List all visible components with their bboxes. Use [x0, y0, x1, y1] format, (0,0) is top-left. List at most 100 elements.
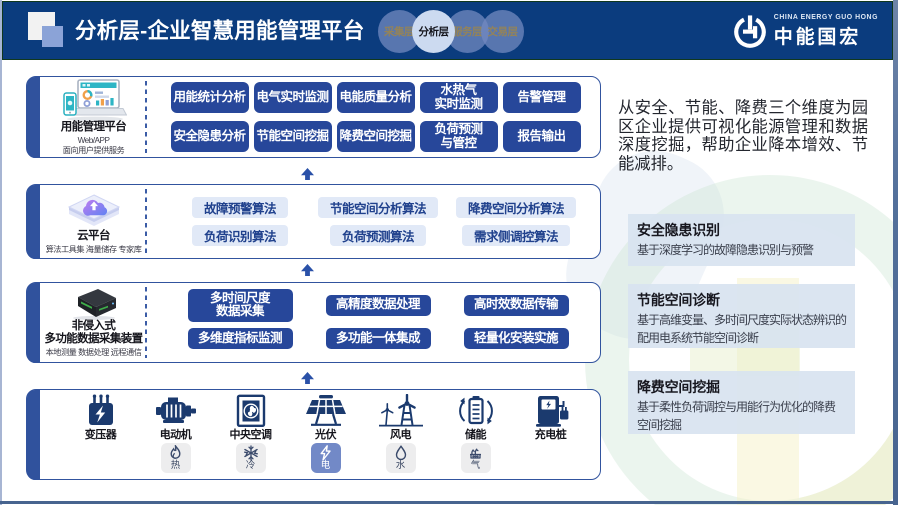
energy-chip-water: 水: [385, 443, 416, 473]
cloud-platform-icon: [65, 188, 123, 230]
logo-text-group: CHINA ENERGY GUO HONG 中能国宏: [774, 14, 878, 49]
panel-data-collector-buttons: 多时间尺度 数据采集 高精度数据处理 高时效数据传输多维度指标监测 多功能一体集成 轻量…: [147, 283, 600, 362]
data-collector-icon: [69, 287, 119, 321]
flow-up-arrow: [301, 168, 314, 180]
infobox-title: 降费空间挖掘: [637, 379, 720, 395]
platform-capability-button: 水热气 实时监测: [419, 82, 498, 113]
energy-chip-gas: 气: [460, 443, 491, 473]
infobox-body: 基于高维变量、多时间尺度实际状态辨识的配用电系统节能空间诊断: [637, 313, 847, 345]
energy-chip-label: 电: [320, 460, 331, 472]
panel-label-title: 非侵入式 多功能数据采集装置: [44, 320, 143, 346]
infobox-energy-saving: 节能空间诊断 基于高维变量、多时间尺度实际状态辨识的配用电系统节能空间诊断: [628, 284, 855, 348]
aside-paragraph: 从安全、节能、降费三个维度为园区企业提供可视化能源管理和数据深度挖掘，帮助企业降…: [618, 99, 868, 174]
panel-energy-platform: 用能管理平台 Web/APP 面向用户提供服务 用能统计分析电气实时监测电能质量…: [26, 76, 601, 158]
platform-capability-button: 节能空间挖掘: [253, 121, 332, 152]
panel-devices: 变压器电动机热中央空调冷光伏电风电水储能气充电桩: [26, 389, 601, 480]
device-label: 中央空调: [229, 429, 273, 441]
panel-label-sub: 算法工具集 海量储存 专家库: [45, 245, 142, 255]
energy-chip-label: 冷: [245, 460, 256, 472]
panel-cloud-platform-buttons: 故障预警算法 节能空间分析算法降费空间分析算法负荷识别算法 负荷预测算法 需求侧调控算…: [147, 185, 600, 258]
device-label: 风电: [390, 429, 412, 441]
panel-cloud-platform: 云平台 算法工具集 海量储存 专家库 故障预警算法 节能空间分析算法降费空间分析算…: [26, 184, 601, 259]
device-transformer: 变压器: [63, 394, 138, 475]
hvac-icon: [229, 394, 273, 428]
platform-capability-button: 告警管理: [502, 82, 581, 113]
panel-label-title: 用能管理平台: [60, 121, 127, 133]
cloud-capability-button: 降费空间分析算法: [455, 197, 576, 218]
logo-text-en: CHINA ENERGY GUO HONG: [773, 14, 878, 21]
panel-left-cap: [26, 76, 40, 158]
page-edge-bottom: [0, 501, 898, 504]
device-label: 光伏: [315, 429, 337, 441]
flow-up-arrow: [301, 264, 314, 276]
heat-icon: [168, 443, 183, 461]
solar-icon: [302, 395, 350, 428]
platform-capability-button: 降费空间挖掘: [336, 121, 415, 152]
infobox-body: 基于柔性负荷调控与用能行为优化的降费空间挖掘: [637, 400, 836, 432]
deco-square-blue: [42, 26, 63, 47]
panel-label-sub: 本地测量 数据处理 远程通信: [45, 348, 142, 358]
device-solar: 光伏电: [288, 395, 363, 475]
platform-capability-button: 负荷预测 与管控: [419, 121, 498, 152]
energy-chip-electricity: 电: [310, 443, 341, 473]
platform-capability-button: 报告输出: [502, 121, 581, 152]
device-motor: 电动机热: [138, 395, 213, 475]
devices-grid: 变压器电动机热中央空调冷光伏电风电水储能气充电桩: [63, 394, 588, 475]
platform-capability-button: 用能统计分析: [170, 82, 249, 113]
layer-badge-4: 交易层: [481, 10, 524, 53]
panel-data-collector: 非侵入式 多功能数据采集装置 本地测量 数据处理 远程通信 多时间尺度 数据采集…: [26, 282, 601, 363]
panel-data-collector-label: 非侵入式 多功能数据采集装置 本地测量 数据处理 远程通信: [40, 283, 147, 362]
collector-capability-button: 多时间尺度 数据采集: [187, 288, 293, 322]
device-battery: 储能气: [438, 395, 513, 475]
cloud-capability-button: 负荷预测算法: [329, 225, 426, 246]
header-bar: 分析层-企业智慧用能管理平台 采集层分析层服务层交易层 CHINA ENERGY…: [2, 1, 893, 60]
collector-capability-button: 高精度数据处理: [325, 294, 431, 316]
company-logo: CHINA ENERGY GUO HONG 中能国宏: [732, 2, 878, 61]
cloud-capability-button: 负荷识别算法: [191, 225, 288, 246]
infobox-body: 基于深度学习的故障隐患识别与预警: [637, 243, 814, 257]
panel-energy-platform-label: 用能管理平台 Web/APP 面向用户提供服务: [40, 77, 147, 157]
device-label: 电动机: [159, 429, 192, 441]
panel-left-cap: [26, 282, 40, 363]
infobox-safety: 安全隐患识别 基于深度学习的故障隐患识别与预警: [628, 214, 855, 266]
energy-chip-heat: 热: [160, 443, 191, 473]
platform-capability-button: 电能质量分析: [336, 82, 415, 113]
device-label: 变压器: [84, 429, 117, 441]
cloud-capability-button: 需求侧调控算法: [461, 225, 570, 246]
infobox-cost-reduction: 降费空间挖掘 基于柔性负荷调控与用能行为优化的降费空间挖掘: [628, 371, 855, 434]
page-edge-right: [893, 0, 898, 505]
energy-chip-label: 水: [395, 460, 406, 472]
energy-platform-icon: [61, 79, 127, 122]
collector-capability-button: 多功能一体集成: [325, 328, 431, 349]
layer-badge-2: 分析层: [412, 10, 455, 53]
collector-capability-button: 轻量化安装实施: [463, 328, 569, 349]
cloud-capability-button: 节能空间分析算法: [317, 197, 438, 218]
device-charger: 充电桩: [513, 395, 588, 475]
device-hvac: 中央空调冷: [213, 394, 288, 475]
cold-icon: [243, 445, 259, 461]
energy-chip-label: 热: [170, 460, 181, 472]
transformer-icon: [79, 394, 123, 428]
panel-label-sub: Web/APP 面向用户提供服务: [62, 136, 125, 155]
energy-chip-label: 气: [470, 460, 481, 472]
motor-icon: [154, 395, 198, 428]
page-edge-left: [0, 0, 2, 505]
wind-icon: [377, 394, 425, 428]
page-title: 分析层-企业智慧用能管理平台: [75, 19, 365, 43]
panel-left-cap: [26, 389, 40, 480]
cloud-capability-button: 故障预警算法: [191, 197, 288, 218]
gas-icon: [467, 445, 484, 461]
device-label: 储能: [465, 429, 487, 441]
infobox-title: 节能空间诊断: [637, 292, 720, 308]
collector-capability-button: 高时效数据传输: [463, 294, 569, 316]
panel-cloud-platform-label: 云平台 算法工具集 海量储存 专家库: [40, 185, 147, 258]
panel-label-title: 云平台: [77, 230, 110, 243]
energy-chip-cold: 冷: [235, 443, 266, 473]
infobox-title: 安全隐患识别: [637, 222, 720, 238]
collector-capability-button: 多维度指标监测: [187, 328, 293, 349]
device-label: 充电桩: [534, 429, 567, 441]
layer-badges: 采集层分析层服务层交易层: [3, 2, 892, 59]
platform-capability-button: 电气实时监测: [253, 82, 332, 113]
flow-up-arrow: [301, 372, 314, 384]
battery-icon: [454, 395, 498, 428]
